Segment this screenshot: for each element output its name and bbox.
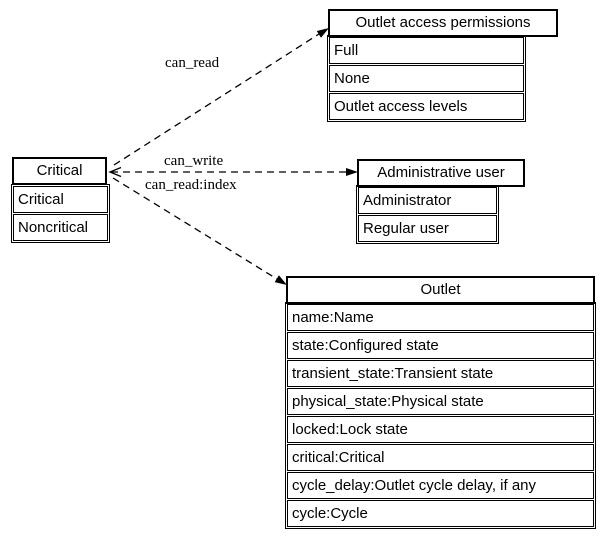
attribute-row: Outlet access levels [329,93,524,120]
entity-critical-title: Critical [12,157,107,185]
attribute-row: locked:Lock state [287,416,594,443]
arrowhead-icon [316,28,329,38]
arrowhead-icon [274,275,287,285]
attribute-row: name:Name [287,304,594,331]
attribute-row: state:Configured state [287,332,594,359]
edge-label-can-read: can_read [165,55,220,71]
entity-admin-user-title: Administrative user [357,159,525,187]
attribute-row: cycle_delay:Outlet cycle delay, if any [287,472,594,499]
attribute-row: Administrator [358,187,497,214]
edge-can-read [113,28,329,166]
entity-permissions-title: Outlet access permissions [328,9,558,37]
attribute-row: Full [329,37,524,64]
attribute-row: None [329,65,524,92]
attribute-row: Critical [13,186,108,213]
attribute-row: physical_state:Physical state [287,388,594,415]
edge-can-read-index [112,177,287,285]
entity-outlet-title: Outlet [286,276,595,304]
attribute-row: transient_state:Transient state [287,360,594,387]
attribute-row: critical:Critical [287,444,594,471]
edge-can-write [108,166,358,178]
attribute-row: Regular user [358,215,497,242]
arrowhead-icon [346,168,358,176]
open-arrowhead-icon [108,166,122,178]
edge-label-can-read-index: can_read:index [145,177,237,193]
attribute-row: cycle:Cycle [287,500,594,527]
edge-label-can-write: can_write [164,153,224,169]
attribute-row: Noncritical [13,214,108,241]
